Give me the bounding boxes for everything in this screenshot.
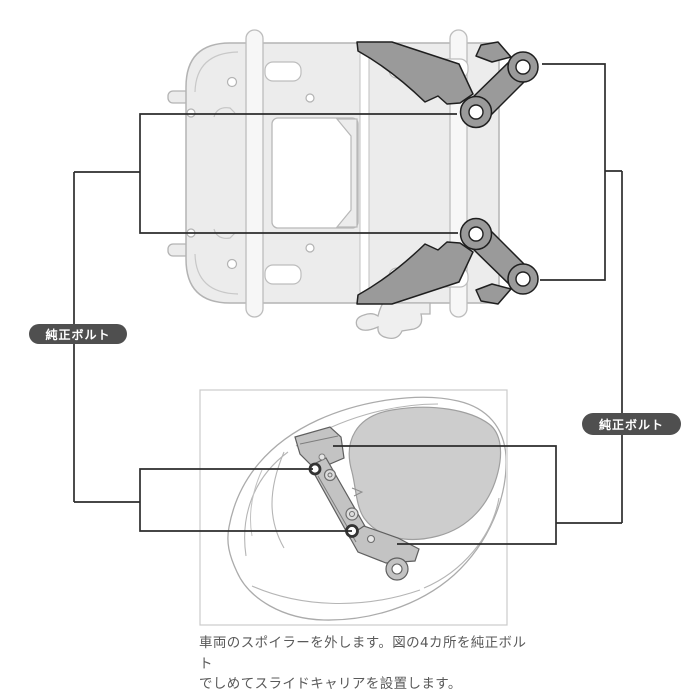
leader-bottom-left-box (139, 468, 352, 532)
center-panel (335, 118, 358, 228)
hole (226, 258, 238, 270)
inner-cowl-edge (249, 469, 263, 537)
slot (264, 61, 302, 82)
carrier-top-view-illustration (167, 29, 539, 339)
inner-cowl-edge (271, 451, 285, 549)
hole (186, 108, 196, 118)
bracket-wing (475, 283, 512, 305)
seat-opening (348, 406, 502, 541)
leader-top-right-box (540, 63, 606, 281)
tab-hole (391, 563, 403, 575)
slot (264, 264, 302, 285)
screw (345, 507, 359, 521)
bracket-arm (356, 241, 474, 305)
lower-cowl-edge (251, 585, 421, 604)
vehicle-rear-drawing (227, 396, 506, 621)
caption-line-2: でしめてスライドキャリアを設置します。 (199, 676, 462, 692)
slide-rail-left (245, 29, 264, 318)
screw (323, 468, 337, 482)
mount-bracket-upper (356, 41, 539, 129)
bolt-hole (468, 104, 484, 120)
hole (305, 243, 315, 253)
bracket-wing (475, 41, 512, 63)
hole (305, 93, 315, 103)
tow-hook (355, 302, 431, 339)
vehicle-rear-view-illustration (199, 389, 508, 626)
rear-bracket-foot (348, 525, 420, 564)
lower-cowl-edge (423, 497, 500, 589)
bracket-arm (356, 41, 474, 105)
bolt-hole (468, 226, 484, 242)
center-opening (271, 117, 359, 229)
caption-line-1: 車両のスポイラーを外します。図の4カ所を純正ボルト (199, 635, 527, 672)
bolt-hole (515, 271, 531, 287)
leader-top-left-box (139, 113, 458, 234)
caption: 車両のスポイラーを外します。図の4カ所を純正ボルト でしめてスライドキャリアを設… (199, 633, 529, 695)
genuine-bolt-badge-right: 純正ボルト (582, 413, 681, 435)
mount-bracket-lower (356, 217, 539, 305)
screw (366, 534, 376, 544)
spoiler-edge (244, 451, 289, 557)
bolt-hole (515, 59, 531, 75)
hole (226, 76, 238, 88)
genuine-bolt-badge-left: 純正ボルト (29, 324, 127, 344)
leader-bottom-right-box (333, 445, 557, 545)
